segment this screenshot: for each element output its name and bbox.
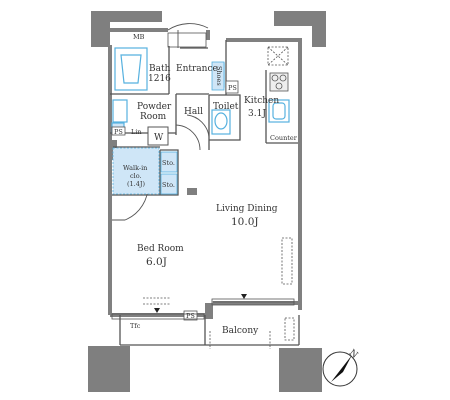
shoes-label: Shoes (215, 66, 223, 86)
ps-balcony-label: PS (186, 312, 195, 320)
ps-box-balcony (183, 310, 198, 321)
ps-entrance-label: PS (228, 84, 237, 92)
powder-room-label-1: Powder (137, 102, 172, 112)
mb-label: MB (133, 33, 145, 41)
walk-in-closet-label-1: Walk-in (123, 164, 147, 172)
ps-left-label: PS (114, 128, 123, 136)
powder-room-label-2: Room (140, 112, 167, 122)
kitchen-label: Kitchen (244, 96, 279, 106)
kitchen-size-label: 3.1J (248, 109, 266, 119)
entrance-step (167, 32, 207, 48)
fridge-space (281, 237, 293, 285)
storage-2-fill (160, 173, 178, 195)
north-compass: N (322, 348, 360, 387)
ac-unit-label: Tfc (130, 322, 141, 330)
bed-room-label: Bed Room (137, 244, 184, 254)
toilet-label: Toilet (213, 102, 239, 112)
windows (111, 297, 295, 349)
walk-in-closet-fill (112, 147, 160, 195)
ps-box-entrance (225, 80, 239, 94)
bath-size-label: 1216 (148, 74, 171, 84)
storage-2-label: Sto. (162, 181, 175, 189)
bath-label: Bath (149, 64, 171, 74)
shoes-cabinet (211, 61, 225, 91)
sliding-marker-2 (154, 308, 160, 313)
counter-label: Counter (270, 134, 298, 142)
washer-label: W (154, 133, 164, 143)
bed-room-size-label: 6.0J (146, 256, 167, 268)
lin-label: Lin (131, 128, 142, 136)
storage-1-fill (160, 151, 178, 173)
sliding-marker-1 (241, 294, 247, 299)
storage-1-label: Sto. (162, 159, 175, 167)
ps-box-left (111, 126, 126, 136)
north-label: N (347, 348, 360, 361)
balcony-label: Balcony (222, 326, 259, 336)
stove (267, 46, 289, 92)
hall-label: Hall (184, 107, 203, 117)
walk-in-closet-label-2: clo. (130, 172, 142, 180)
washer-box (147, 126, 169, 146)
living-dining-size-label: 10.0J (231, 216, 259, 228)
entrance-label: Entrance (176, 64, 218, 74)
interior-walls (110, 40, 300, 346)
living-dining-label: Living Dining (216, 204, 278, 214)
walk-in-closet-label-3: (1.4J) (127, 180, 145, 188)
